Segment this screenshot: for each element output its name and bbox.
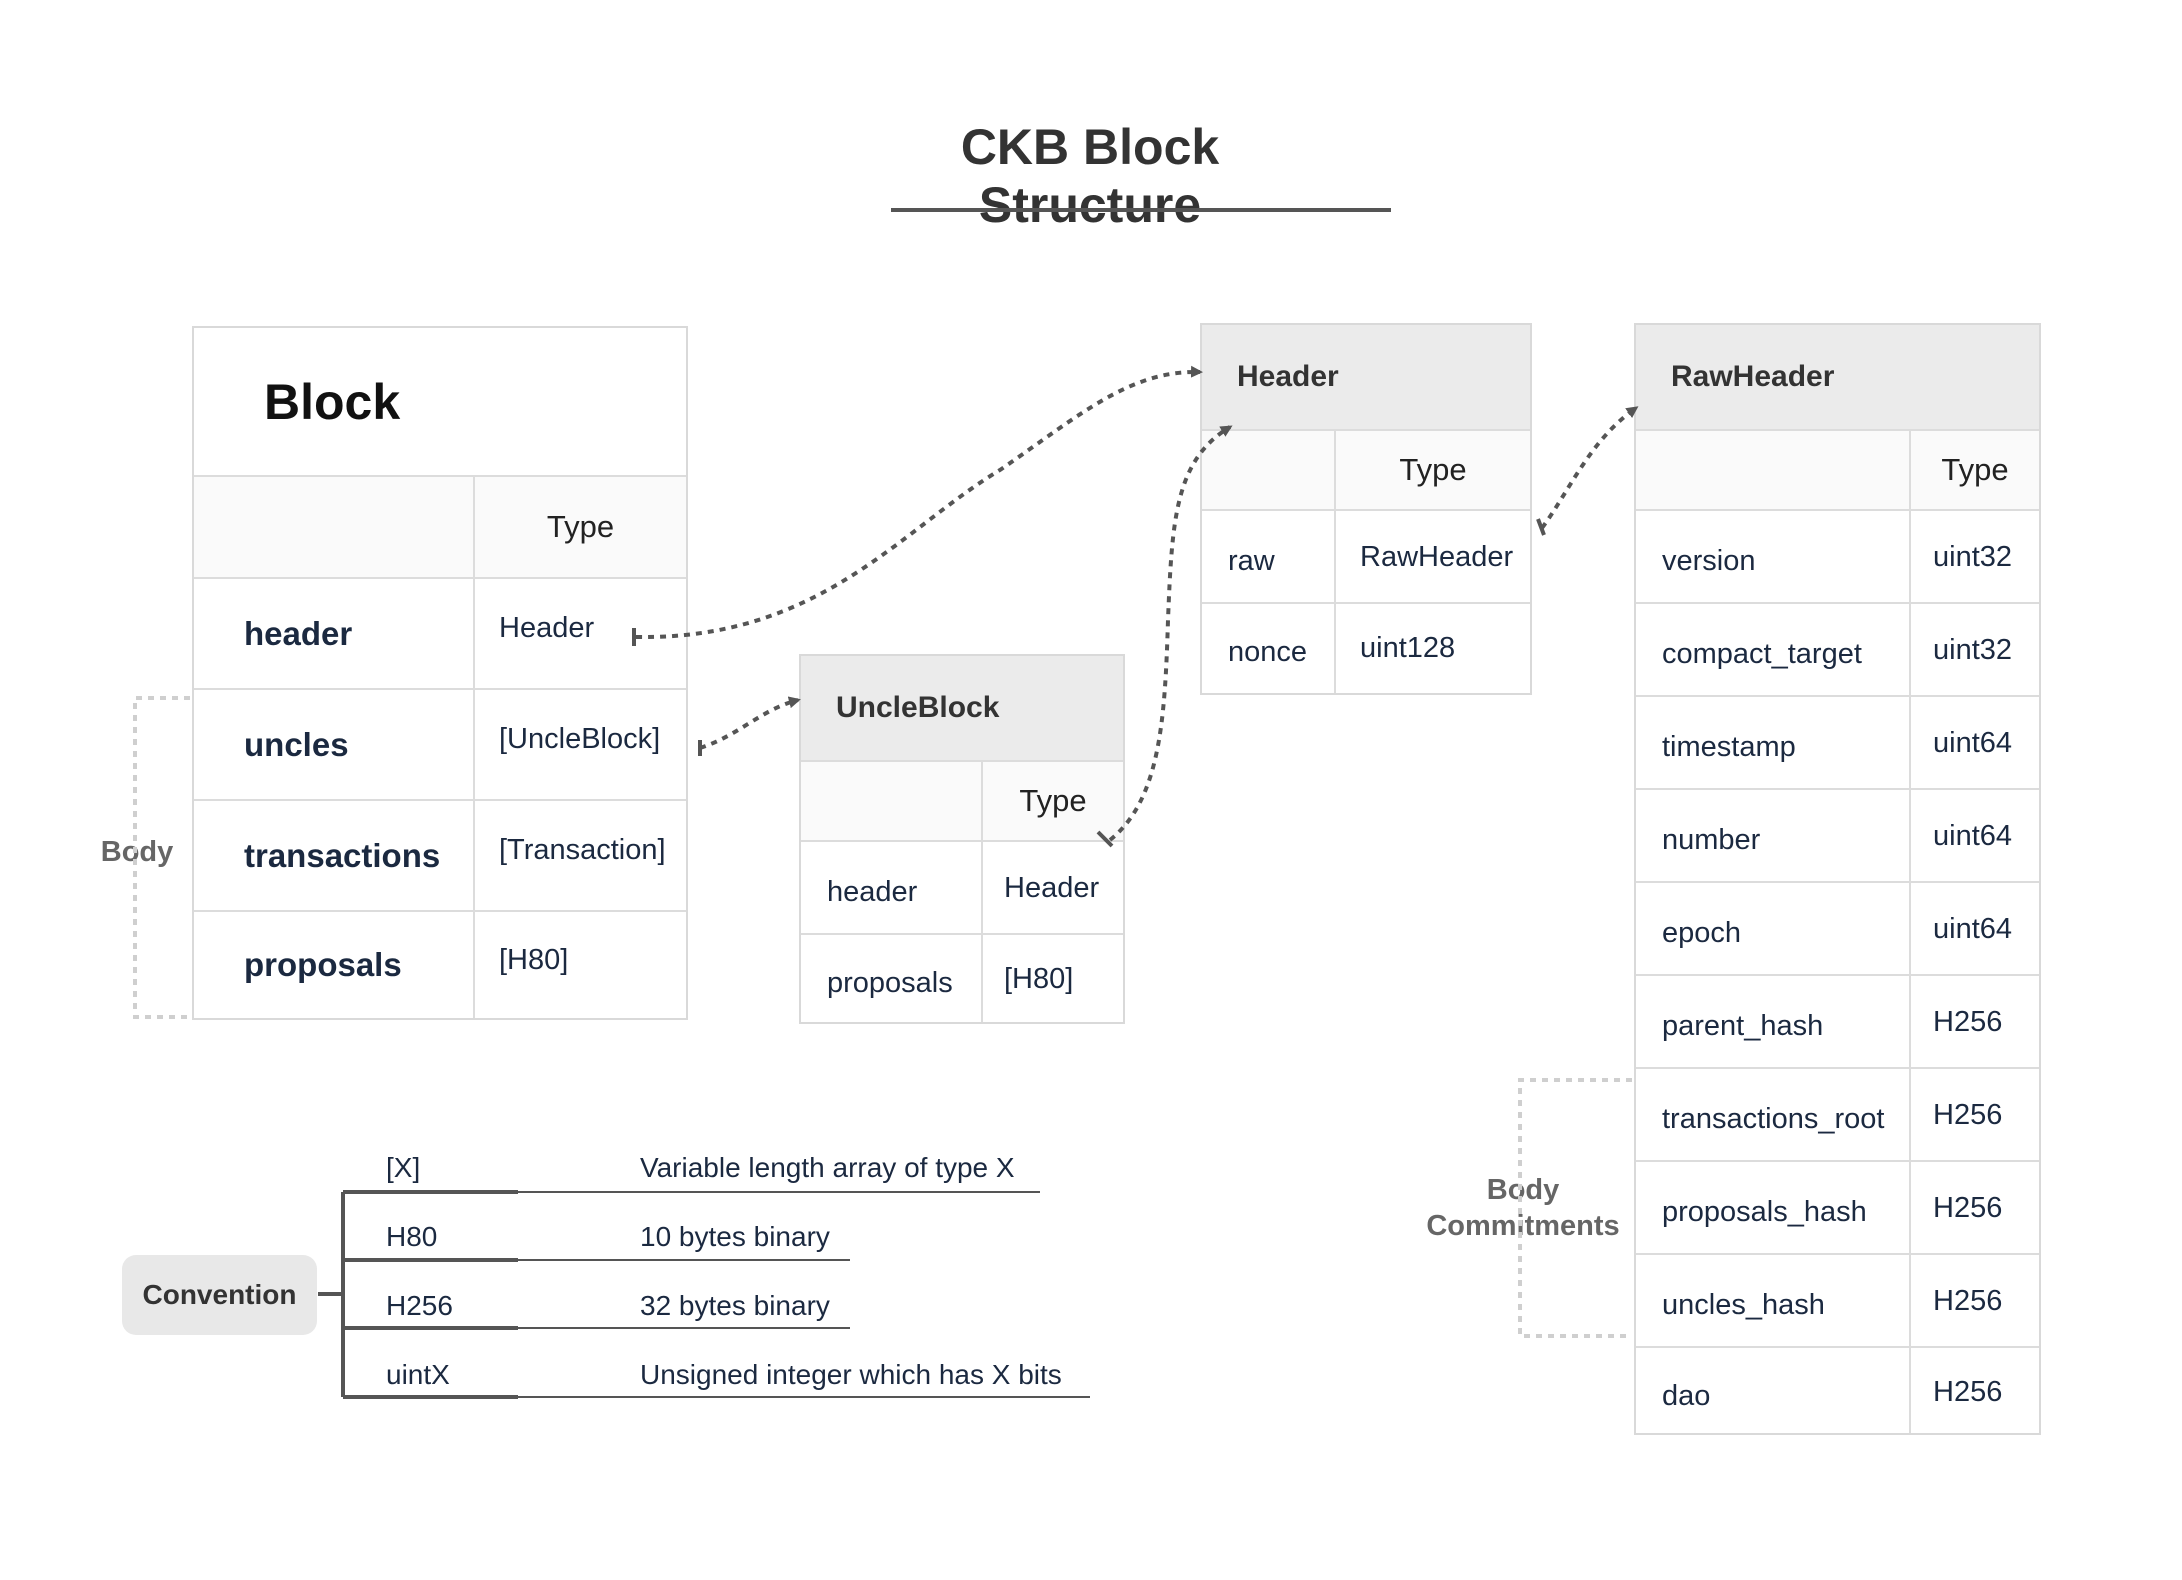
uncle-block-row-header-type: Header (1004, 872, 1100, 904)
raw-header-row-uncles-hash-name: uncles_hash (1662, 1289, 1825, 1321)
raw-header-table: RawHeader Type version uint32 compact_ta… (1634, 323, 2041, 1435)
block-type-header: Type (546, 509, 615, 544)
block-row-proposals-type: [H80] (499, 943, 569, 976)
uncle-block-row-proposals-name: proposals (827, 967, 953, 999)
block-row-uncles-type: [UncleBlock] (499, 723, 661, 755)
body-group-bracket (133, 696, 190, 1019)
raw-header-row-compact-target-type: uint32 (1933, 634, 2013, 666)
raw-header-row-number-name: number (1662, 824, 1761, 856)
body-commitments-line2: Commitments (1426, 1210, 1620, 1242)
convention-underlines (518, 1191, 1090, 1398)
arrow-uncle-header-to-header (1108, 425, 1233, 842)
arrow-uncle-header-tail (1096, 830, 1114, 848)
raw-header-row-uncles-hash-type: H256 (1933, 1285, 2003, 1317)
convention-desc-uintx: Unsigned integer which has X bits (640, 1359, 1062, 1390)
uncle-block-row-proposals-type: [H80] (1004, 963, 1074, 995)
block-row-transactions-name: transactions (244, 836, 441, 874)
block-table-title: Block (264, 373, 401, 430)
raw-header-row-proposals-hash-type: H256 (1933, 1192, 2003, 1224)
uncle-block-table: UncleBlock Type header Header proposals … (799, 654, 1125, 1024)
header-row-nonce-type: uint128 (1360, 632, 1456, 664)
body-commitments-line1: Body (1486, 1174, 1560, 1206)
convention-key-h80: H80 (386, 1221, 438, 1252)
uncle-block-row-header-name: header (827, 876, 918, 908)
diagram-title: CKB Block Structure (960, 119, 1220, 233)
convention-badge: Convention (122, 1255, 317, 1335)
convention-key-h256: H256 (386, 1290, 453, 1321)
convention-desc-h256: 32 bytes binary (640, 1290, 830, 1321)
arrow-block-uncles-to-uncle-block (699, 696, 801, 750)
block-row-transactions-type: [Transaction] (499, 834, 666, 866)
raw-header-row-version-type: uint32 (1933, 541, 2013, 573)
raw-header-row-transactions-root-type: H256 (1933, 1099, 2003, 1131)
raw-header-row-dao-name: dao (1662, 1380, 1711, 1412)
raw-header-row-version-name: version (1662, 545, 1756, 577)
block-row-header-name: header (244, 614, 353, 652)
raw-header-row-proposals-hash-name: proposals_hash (1662, 1196, 1867, 1228)
header-table: Header Type raw RawHeader nonce uint128 (1200, 323, 1532, 695)
convention-desc-h80: 10 bytes binary (640, 1221, 830, 1252)
raw-header-row-number-type: uint64 (1933, 820, 2013, 852)
raw-header-row-timestamp-type: uint64 (1933, 727, 2013, 759)
raw-header-table-title: RawHeader (1671, 360, 1835, 393)
raw-header-row-parent-hash-type: H256 (1933, 1006, 2003, 1038)
raw-header-type-header: Type (1941, 452, 2009, 487)
body-commitments-group-bracket (1518, 1078, 1632, 1338)
header-type-header: Type (1399, 452, 1467, 487)
title-underline (891, 208, 1391, 212)
arrow-block-header-to-header (635, 365, 1203, 640)
raw-header-row-parent-hash-name: parent_hash (1662, 1010, 1824, 1042)
header-row-nonce-name: nonce (1228, 636, 1308, 668)
header-row-raw-name: raw (1228, 545, 1275, 577)
uncle-block-type-header: Type (1019, 783, 1087, 818)
convention-key-array: [X] (386, 1152, 421, 1183)
header-row-raw-type: RawHeader (1360, 541, 1514, 573)
raw-header-row-compact-target-name: compact_target (1662, 638, 1862, 670)
raw-header-row-transactions-root-name: transactions_root (1662, 1103, 1885, 1135)
raw-header-row-timestamp-name: timestamp (1662, 731, 1796, 763)
raw-header-row-dao-type: H256 (1933, 1376, 2003, 1408)
header-table-title: Header (1237, 360, 1339, 393)
convention-key-uintx: uintX (386, 1359, 450, 1390)
convention-desc-array: Variable length array of type X (640, 1152, 1015, 1183)
raw-header-row-epoch-name: epoch (1662, 917, 1742, 949)
block-table: Block Type header Header uncles [UncleBl… (192, 326, 688, 1020)
uncle-block-table-title: UncleBlock (836, 691, 1000, 724)
arrow-header-raw-to-raw-header (1540, 406, 1639, 530)
block-row-header-type: Header (499, 612, 595, 644)
convention-tree (318, 1190, 518, 1399)
block-row-proposals-name: proposals (244, 946, 402, 983)
raw-header-row-epoch-type: uint64 (1933, 913, 2013, 945)
arrow-header-raw-tail (1536, 518, 1546, 536)
body-commitments-group-label: Body Commitments (1418, 1172, 1628, 1244)
block-row-uncles-name: uncles (244, 725, 349, 763)
